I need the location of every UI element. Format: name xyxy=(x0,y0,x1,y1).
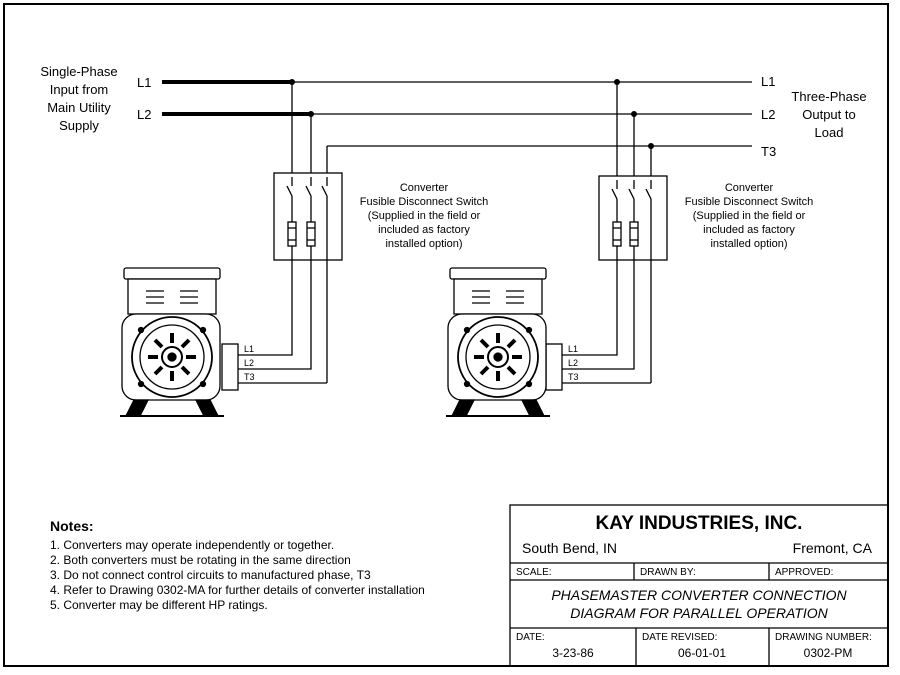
motor-top-cap xyxy=(123,267,221,280)
title-block-border xyxy=(509,504,889,667)
input-label-line: Input from xyxy=(50,82,109,97)
output-label: Three-Phase Output to Load xyxy=(791,89,866,140)
motor-shaft xyxy=(161,346,183,368)
switch-label-line: Fusible Disconnect Switch xyxy=(360,196,488,208)
date-label: DATE: xyxy=(516,632,545,643)
drawing-title-line1: PHASEMASTER CONVERTER CONNECTION xyxy=(551,587,847,603)
date-revised-label: DATE REVISED: xyxy=(642,632,717,643)
terminal-label-l1: L1 xyxy=(568,344,578,354)
drawing-number-label: DRAWING NUMBER: xyxy=(775,632,872,643)
switch-label-line: included as factory xyxy=(703,224,795,236)
note-item: 1. Converters may operate independently … xyxy=(50,538,334,552)
drawing-number-value: 0302-PM xyxy=(804,646,853,660)
switch-label-line: (Supplied in the field or xyxy=(693,210,806,222)
approved-label: APPROVED: xyxy=(775,567,833,578)
date-value: 3-23-86 xyxy=(552,646,594,660)
output-label-line: Three-Phase xyxy=(791,89,866,104)
motor-foot xyxy=(450,399,476,417)
input-line-l2-label: L2 xyxy=(137,107,151,122)
disconnect-switch-box xyxy=(273,172,343,261)
note-item: 4. Refer to Drawing 0302-MA for further … xyxy=(50,583,425,597)
switch-label-line: (Supplied in the field or xyxy=(368,210,481,222)
sheet-border xyxy=(3,3,889,667)
terminal-box xyxy=(221,343,239,391)
note-item: 5. Converter may be different HP ratings… xyxy=(50,598,268,612)
converter-1 xyxy=(120,82,343,417)
input-label: Single-Phase Input from Main Utility Sup… xyxy=(40,64,117,133)
motor-foot xyxy=(194,399,220,417)
converter-2 xyxy=(446,82,668,417)
motor-foot xyxy=(520,399,546,417)
drawing-title-line2: DIAGRAM FOR PARALLEL OPERATION xyxy=(570,605,828,621)
note-item: 2. Both converters must be rotating in t… xyxy=(50,553,351,567)
input-line-l1-label: L1 xyxy=(137,75,151,90)
output-line-l1-label: L1 xyxy=(761,74,775,89)
company-name: KAY INDUSTRIES, INC. xyxy=(596,513,803,534)
motor-endbell xyxy=(457,316,539,398)
terminal-label-t3: T3 xyxy=(568,372,579,382)
motor-foot xyxy=(124,399,150,417)
switch-label-line: Converter xyxy=(725,182,774,194)
output-line-t3-label: T3 xyxy=(761,144,776,159)
switch-label-1: Converter Fusible Disconnect Switch (Sup… xyxy=(360,182,488,250)
motor-shaft xyxy=(487,346,509,368)
motor-fan-slots xyxy=(474,333,522,381)
input-label-line: Main Utility xyxy=(47,100,111,115)
motor-top-cap xyxy=(449,267,547,280)
output-label-line: Load xyxy=(815,125,844,140)
switch-label-line: included as factory xyxy=(378,224,470,236)
scale-label: SCALE: xyxy=(516,567,552,578)
city-right: Fremont, CA xyxy=(793,540,873,556)
terminal-label-l2: L2 xyxy=(244,358,254,368)
motor-endbell xyxy=(131,316,213,398)
terminal-label-l1: L1 xyxy=(244,344,254,354)
bus-lines xyxy=(162,80,752,147)
output-line-l2-label: L2 xyxy=(761,107,775,122)
disconnect-switch-box xyxy=(598,175,668,261)
motor-fan-ring xyxy=(465,324,531,390)
terminal-label-l2: L2 xyxy=(568,358,578,368)
notes: Notes: 1. Converters may operate indepen… xyxy=(50,518,425,612)
date-revised-value: 06-01-01 xyxy=(678,646,726,660)
city-left: South Bend, IN xyxy=(522,540,617,556)
terminal-box xyxy=(545,343,563,391)
motor-vent-box xyxy=(453,278,543,315)
notes-heading: Notes: xyxy=(50,518,94,534)
output-label-line: Output to xyxy=(802,107,855,122)
input-label-line: Single-Phase xyxy=(40,64,117,79)
motor-vent-box xyxy=(127,278,217,315)
drawn-by-label: DRAWN BY: xyxy=(640,567,696,578)
terminal-label-t3: T3 xyxy=(244,372,255,382)
input-label-line: Supply xyxy=(59,118,99,133)
title-block xyxy=(509,504,889,667)
motor-fan-slots xyxy=(148,333,196,381)
switch-label-line: Converter xyxy=(400,182,449,194)
switch-label-line: installed option) xyxy=(385,238,462,250)
switch-label-2: Converter Fusible Disconnect Switch (Sup… xyxy=(685,182,813,250)
motor-fan-ring xyxy=(139,324,205,390)
note-item: 3. Do not connect control circuits to ma… xyxy=(50,568,371,582)
switch-label-line: Fusible Disconnect Switch xyxy=(685,196,813,208)
switch-label-line: installed option) xyxy=(710,238,787,250)
